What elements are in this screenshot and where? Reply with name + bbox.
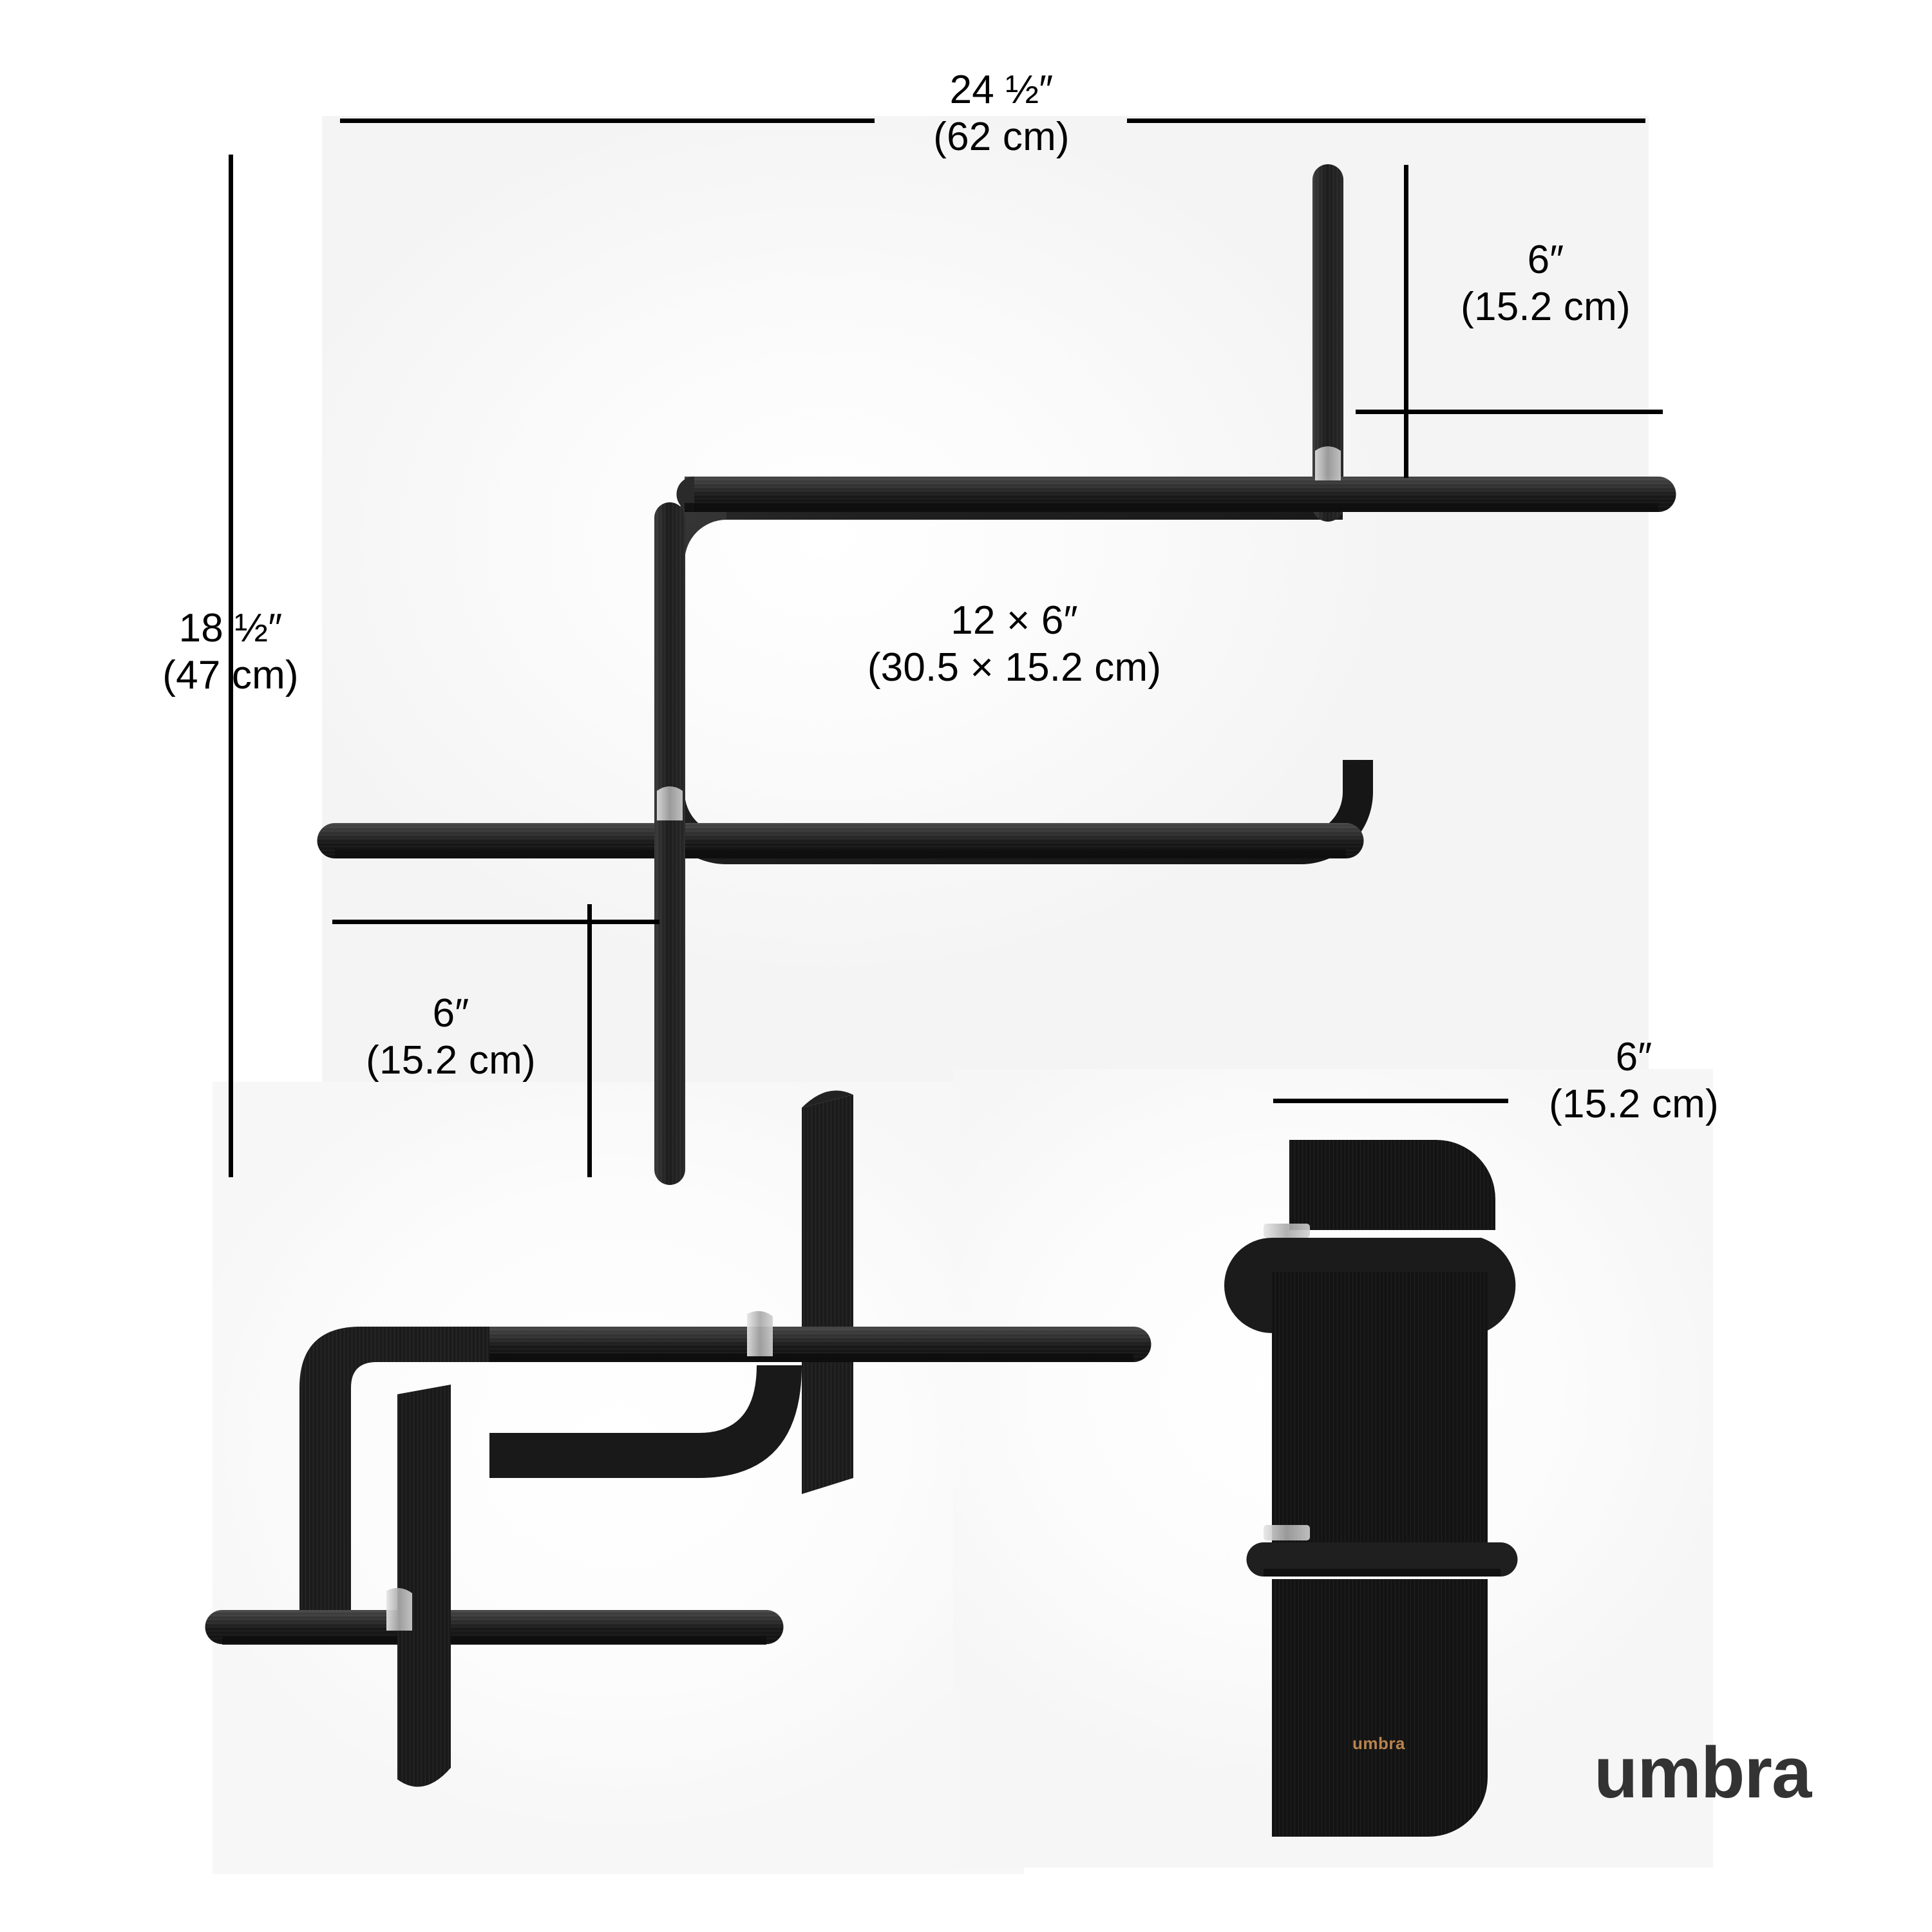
side-depth-imperial: 6″ [1615, 1035, 1653, 1079]
dimension-label-overall-height: 18 ½″ (47 cm) [102, 605, 359, 699]
opening-imperial: 12 × 6″ [951, 598, 1078, 643]
dimension-line-side-depth [1273, 1099, 1508, 1103]
product-embossed-logo: umbra [1352, 1734, 1405, 1753]
lower-depth-metric: (15.2 cm) [366, 1037, 536, 1083]
dimension-label-upper-shelf-depth: 6″ (15.2 cm) [1426, 237, 1665, 330]
perspective-backdrop [213, 1082, 1024, 1874]
dimension-line-height [229, 155, 233, 1177]
dimension-line-upper-depth-horizontal [1356, 410, 1663, 414]
dimension-line-upper-depth-vertical [1404, 165, 1408, 478]
brand-wordmark: umbra [1594, 1732, 1812, 1813]
upper-depth-imperial: 6″ [1527, 238, 1564, 282]
dimension-label-overall-width: 24 ½″ (62 cm) [876, 67, 1127, 160]
dimension-label-side-depth: 6″ (15.2 cm) [1515, 1034, 1753, 1128]
dimension-label-opening: 12 × 6″ (30.5 × 15.2 cm) [760, 598, 1269, 691]
dimension-line-width-left [340, 118, 875, 123]
dimension-line-lower-depth-horizontal [332, 920, 659, 924]
dimension-line-width-right [1127, 118, 1645, 123]
side-depth-metric: (15.2 cm) [1549, 1081, 1719, 1126]
height-metric: (47 cm) [162, 652, 299, 697]
height-imperial: 18 ½″ [178, 606, 283, 650]
dimension-line-lower-depth-vertical [587, 904, 592, 1177]
lower-depth-imperial: 6″ [432, 991, 469, 1036]
width-imperial: 24 ½″ [949, 68, 1054, 112]
dimension-label-lower-shelf-depth: 6″ (15.2 cm) [322, 990, 580, 1084]
upper-depth-metric: (15.2 cm) [1461, 284, 1631, 329]
opening-metric: (30.5 × 15.2 cm) [867, 645, 1162, 690]
width-metric: (62 cm) [933, 114, 1070, 159]
